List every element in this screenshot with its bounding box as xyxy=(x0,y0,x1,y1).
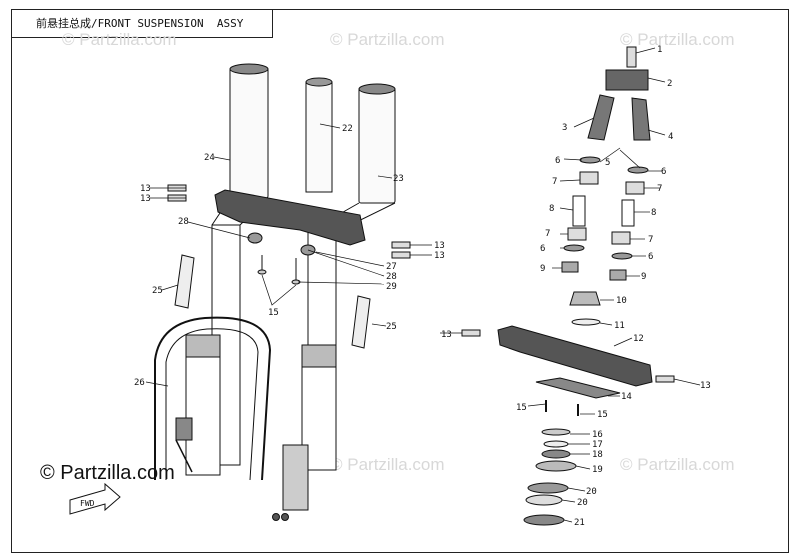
callout-10: 10 xyxy=(616,296,627,306)
callout-16: 16 xyxy=(592,430,603,440)
steering-stem-tube xyxy=(305,77,333,193)
callout-22: 22 xyxy=(342,124,353,134)
bolt xyxy=(391,251,411,259)
callout-7: 7 xyxy=(552,177,557,187)
watermark: © Partzilla.com xyxy=(330,30,445,49)
bolt xyxy=(391,241,411,249)
callout-12: 12 xyxy=(633,334,644,344)
callout-18: 18 xyxy=(592,450,603,460)
watermark: © Partzilla.com xyxy=(620,30,735,49)
bolt xyxy=(461,329,481,337)
reflector-left xyxy=(174,254,195,309)
watermark: © Partzilla.com xyxy=(62,30,177,49)
callout-13: 13 xyxy=(434,251,445,261)
callout-28: 28 xyxy=(178,217,189,227)
diagram-title: 前悬挂总成/FRONT SUSPENSION ASSY xyxy=(36,17,244,30)
callout-8: 8 xyxy=(651,208,656,218)
callout-15: 15 xyxy=(597,410,608,420)
callout-27: 27 xyxy=(386,262,397,272)
callout-15: 15 xyxy=(516,403,527,413)
callout-6: 6 xyxy=(540,244,545,254)
bearing-stack xyxy=(523,428,577,526)
handlebar-bolt xyxy=(626,46,637,68)
callout-3: 3 xyxy=(562,123,567,133)
fender-arch xyxy=(154,316,272,481)
callout-13: 13 xyxy=(140,194,151,204)
damper-stack-right xyxy=(609,166,649,281)
bolt xyxy=(655,375,675,383)
callout-20: 20 xyxy=(577,498,588,508)
callout-9: 9 xyxy=(540,264,545,274)
callout-1: 1 xyxy=(657,45,662,55)
callout-19: 19 xyxy=(592,465,603,475)
callout-23: 23 xyxy=(393,174,404,184)
callout-25: 25 xyxy=(152,286,163,296)
callout-7: 7 xyxy=(648,235,653,245)
reflector-right xyxy=(351,295,371,349)
damper-stack-left xyxy=(561,156,601,273)
title-block xyxy=(11,9,273,38)
callout-13: 13 xyxy=(700,381,711,391)
handlebar-holder-left xyxy=(587,94,615,141)
drawing-frame xyxy=(11,9,789,553)
callout-13: 13 xyxy=(434,241,445,251)
callout-14: 14 xyxy=(621,392,632,402)
callout-29: 29 xyxy=(386,282,397,292)
partzilla-logo: © Partzilla.com xyxy=(40,462,175,484)
bracket-plate xyxy=(535,377,621,399)
washer xyxy=(571,318,601,326)
callout-15: 15 xyxy=(268,308,279,318)
watermark: © Partzilla.com xyxy=(330,455,445,474)
callout-25: 25 xyxy=(386,322,397,332)
callout-8: 8 xyxy=(549,204,554,214)
callout-26: 26 xyxy=(134,378,145,388)
fork-slider-left xyxy=(175,334,221,476)
handlebar-clamp xyxy=(605,69,649,91)
watermark: © Partzilla.com xyxy=(620,455,735,474)
fwd-label: FWD xyxy=(80,499,95,508)
callout-13: 13 xyxy=(140,184,151,194)
callout-4: 4 xyxy=(668,132,673,142)
callout-6: 6 xyxy=(555,156,560,166)
callout-7: 7 xyxy=(545,229,550,239)
fwd-arrow-icon xyxy=(69,482,121,515)
handlebar-holder-right xyxy=(631,97,651,141)
callout-6: 6 xyxy=(661,167,666,177)
lower-triple-clamp xyxy=(497,325,653,387)
fork-slider-right xyxy=(272,344,337,521)
callout-21: 21 xyxy=(574,518,585,528)
callout-28: 28 xyxy=(386,272,397,282)
stem-nut xyxy=(569,291,601,306)
callout-9: 9 xyxy=(641,272,646,282)
callout-11: 11 xyxy=(614,321,625,331)
callout-6: 6 xyxy=(648,252,653,262)
callout-2: 2 xyxy=(667,79,672,89)
callout-13: 13 xyxy=(441,330,452,340)
callout-24: 24 xyxy=(204,153,215,163)
callout-7: 7 xyxy=(657,184,662,194)
callout-17: 17 xyxy=(592,440,603,450)
callout-5: 5 xyxy=(605,158,610,168)
upper-triple-clamp xyxy=(214,189,366,285)
callout-20: 20 xyxy=(586,487,597,497)
